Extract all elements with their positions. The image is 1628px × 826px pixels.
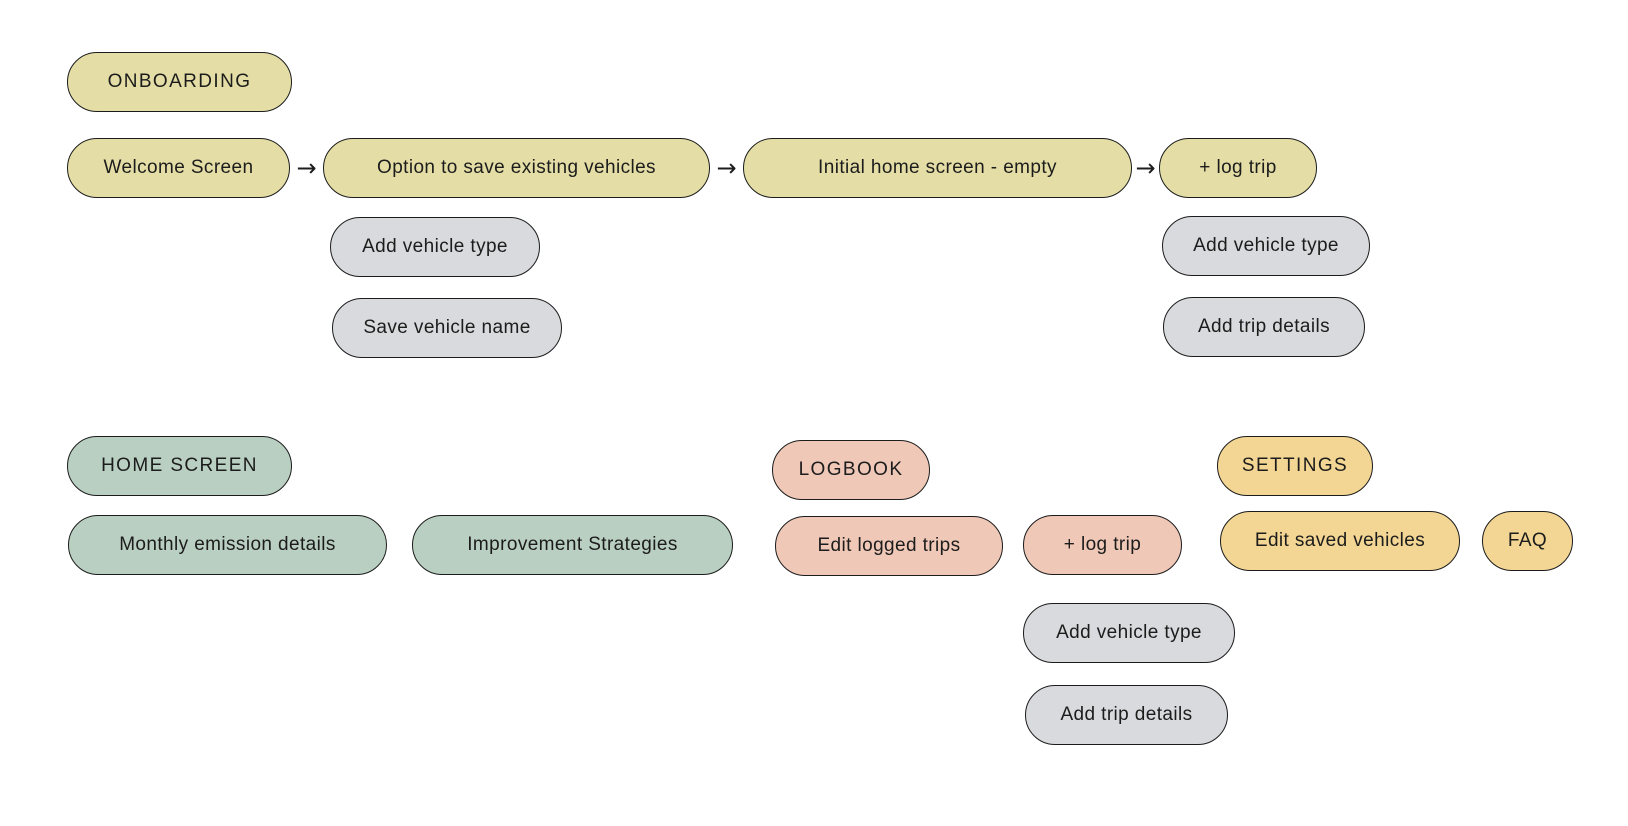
flow-arrow-2: →: [716, 154, 737, 182]
node-faq[interactable]: FAQ: [1482, 511, 1573, 571]
node-monthly-emission-details[interactable]: Monthly emission details: [68, 515, 387, 575]
node-save-vehicle-name[interactable]: Save vehicle name: [332, 298, 562, 358]
node-add-trip-details-logtrip[interactable]: Add trip details: [1163, 297, 1365, 357]
node-edit-saved-vehicles[interactable]: Edit saved vehicles: [1220, 511, 1460, 571]
node-log-trip-onboarding[interactable]: + log trip: [1159, 138, 1317, 198]
node-initial-home-screen-empty[interactable]: Initial home screen - empty: [743, 138, 1132, 198]
flow-arrow-3: →: [1135, 154, 1156, 182]
node-option-save-existing-vehicles[interactable]: Option to save existing vehicles: [323, 138, 710, 198]
node-add-vehicle-type-logtrip[interactable]: Add vehicle type: [1162, 216, 1370, 276]
node-log-trip-logbook[interactable]: + log trip: [1023, 515, 1182, 575]
node-add-vehicle-type-logbook[interactable]: Add vehicle type: [1023, 603, 1235, 663]
node-logbook-header[interactable]: LOGBOOK: [772, 440, 930, 500]
node-edit-logged-trips[interactable]: Edit logged trips: [775, 516, 1003, 576]
node-settings-header[interactable]: SETTINGS: [1217, 436, 1373, 496]
node-improvement-strategies[interactable]: Improvement Strategies: [412, 515, 733, 575]
node-add-trip-details-logbook[interactable]: Add trip details: [1025, 685, 1228, 745]
node-welcome-screen[interactable]: Welcome Screen: [67, 138, 290, 198]
node-add-vehicle-type-onboarding[interactable]: Add vehicle type: [330, 217, 540, 277]
node-home-screen-header[interactable]: HOME SCREEN: [67, 436, 292, 496]
flow-arrow-1: →: [296, 154, 317, 182]
node-onboarding-header[interactable]: ONBOARDING: [67, 52, 292, 112]
